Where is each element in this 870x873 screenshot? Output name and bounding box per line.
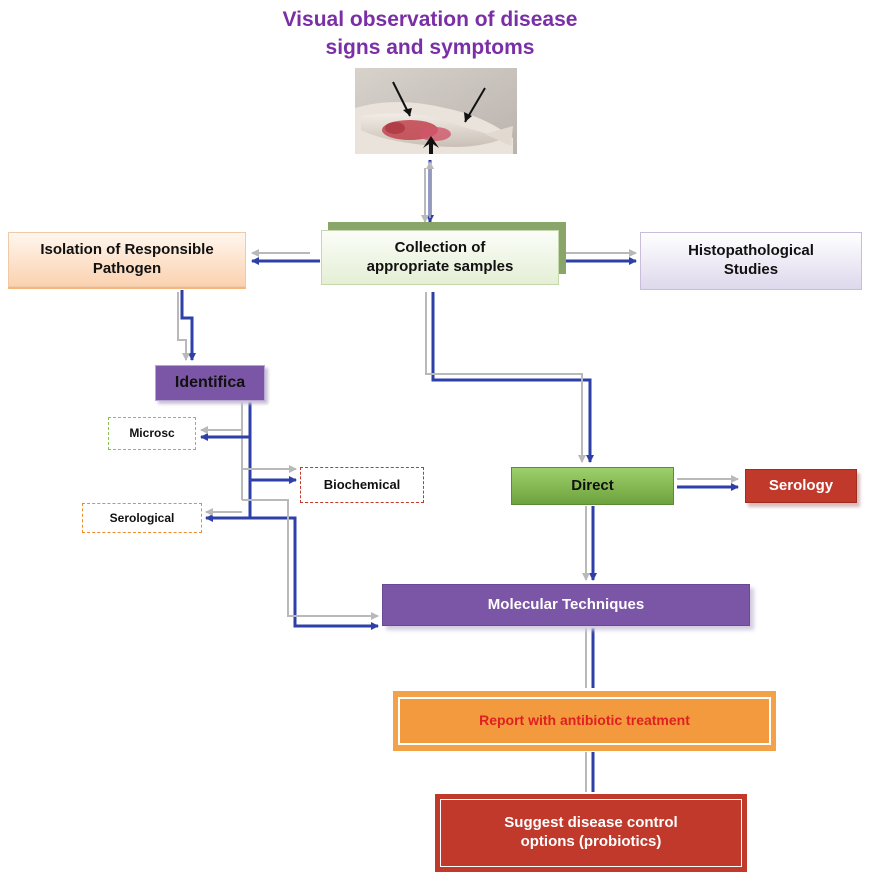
edge-identification-molecular (242, 499, 379, 630)
isolation-line-1: Isolation of Responsible (40, 240, 214, 258)
edge-collection-direct (425, 292, 594, 463)
fish-photo-illustration (355, 68, 517, 154)
edge-photo-collection (421, 160, 434, 223)
edge-direct-serology (677, 475, 739, 491)
isolation-line-2: Pathogen (92, 259, 162, 277)
node-isolation: Isolation of Responsible Pathogen (8, 232, 246, 287)
node-serological: Serological (82, 503, 202, 533)
title-line-2: signs and symptoms (325, 36, 535, 59)
node-biochemical: Biochemical (300, 467, 424, 503)
edge-collection-isolation (251, 249, 320, 265)
node-suggest: Suggest disease control options (probiot… (440, 799, 742, 867)
histo-line-2: Studies (723, 261, 779, 278)
node-report: Report with antibiotic treatment (398, 697, 771, 745)
node-microscopy: Microsc (108, 417, 196, 450)
node-molecular: Molecular Techniques (382, 584, 750, 626)
node-direct: Direct (511, 467, 674, 505)
collection-line-2: appropriate samples (366, 257, 514, 275)
title-line-1: Visual observation of disease (282, 8, 578, 31)
edge-report-suggest (585, 752, 595, 792)
node-collection: Collection of appropriate samples (321, 230, 559, 285)
diagram-title: Visual observation of disease signs and … (200, 6, 660, 62)
suggest-line-1: Suggest disease control (504, 814, 678, 832)
edge-isolation-identification (177, 290, 196, 361)
node-serology: Serology (745, 469, 857, 503)
edge-direct-molecular (582, 506, 597, 581)
edge-collection-histopathology (566, 249, 637, 265)
edge-identification-branches (200, 402, 297, 522)
histo-line-1: Histopathological (688, 242, 814, 260)
node-histopathology: Histopathological Studies (640, 232, 862, 290)
collection-line-1: Collection of (394, 238, 486, 256)
fish-lesion-photo (355, 68, 517, 154)
suggest-line-2: options (probiotics) (520, 833, 662, 850)
node-identification: Identifica (155, 365, 265, 401)
edge-molecular-report (585, 628, 595, 688)
